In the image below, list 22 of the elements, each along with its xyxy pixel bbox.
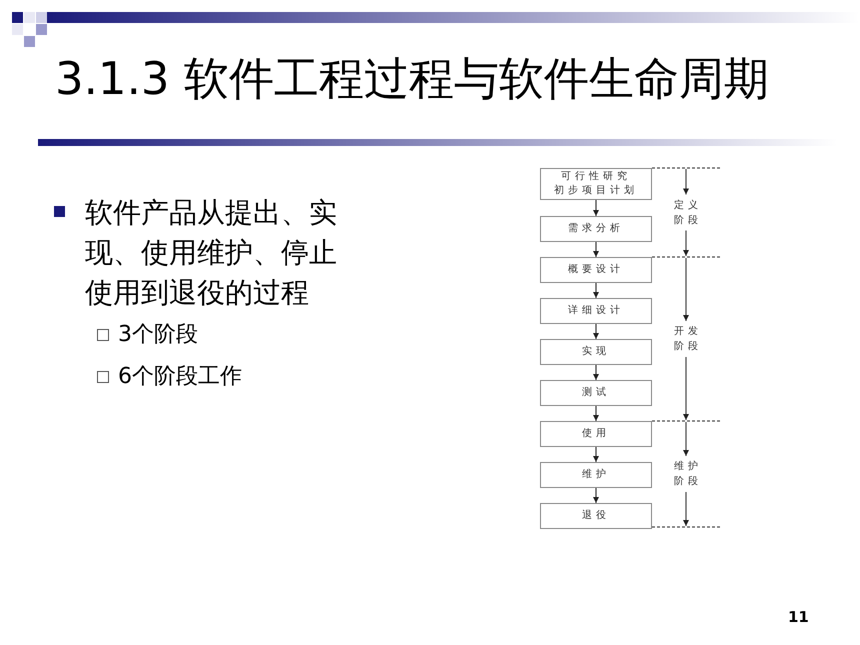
- arrow: [593, 282, 599, 298]
- slide-title: 3.1.3 软件工程过程与软件生命周期: [55, 52, 770, 106]
- sub-bullet-text: 6个阶段工作: [118, 363, 242, 391]
- process-box: 详细设计: [540, 298, 652, 324]
- process-box: 实现: [540, 339, 652, 365]
- bullet-text: 软件产品从提出、实现、使用维护、停止使用到退役的过程: [85, 195, 338, 311]
- process-box: 可行性研究初步项目计划: [540, 168, 652, 200]
- arrow: [593, 242, 599, 258]
- process-box: 测试: [540, 380, 652, 406]
- arrow: [593, 200, 599, 216]
- arrow: [593, 324, 599, 340]
- process-box: 需求分析: [540, 216, 652, 242]
- arrow: [593, 406, 599, 422]
- process-box: 退役: [540, 503, 652, 529]
- process-box: 维护: [540, 462, 652, 488]
- process-box: 使用: [540, 421, 652, 447]
- process-box: 概要设计: [540, 257, 652, 283]
- arrow: [593, 446, 599, 462]
- arrow: [593, 364, 599, 380]
- page-number: 11: [788, 608, 809, 626]
- sub-bullet-text: 3个阶段: [118, 321, 198, 349]
- arrow: [593, 488, 599, 504]
